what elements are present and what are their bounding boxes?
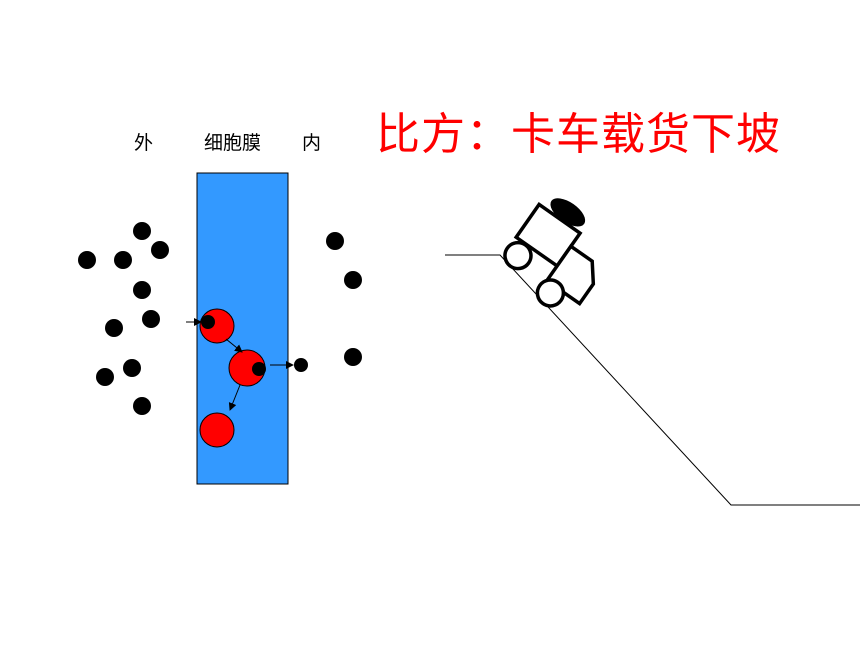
bound-molecule [252, 362, 266, 376]
bound-molecule [201, 315, 215, 329]
molecule [105, 319, 123, 337]
label-inside: 内 [302, 132, 322, 154]
truck-cab [544, 243, 596, 307]
label-membrane: 细胞膜 [204, 132, 262, 154]
truck-icon [503, 198, 596, 308]
truck-wheel-rear [503, 240, 533, 271]
molecule [294, 358, 308, 372]
molecule [344, 271, 362, 289]
outside-molecules [78, 222, 169, 415]
truck-cargo-load [550, 198, 586, 227]
carrier-protein [199, 412, 235, 448]
molecule [151, 241, 169, 259]
inside-molecules [294, 232, 362, 372]
molecule [78, 251, 96, 269]
molecule [344, 348, 362, 366]
truck-wheel-front [535, 278, 566, 308]
molecule [133, 397, 151, 415]
molecule [142, 310, 160, 328]
slide-title: 比方：卡车载货下坡 [376, 109, 781, 160]
molecule [133, 222, 151, 240]
molecule [96, 368, 114, 386]
label-outside: 外 [134, 132, 154, 154]
transport-arrows [186, 318, 294, 411]
carrier-proteins [199, 308, 266, 448]
molecule [133, 281, 151, 299]
slope-line [445, 254, 860, 506]
molecule [326, 232, 344, 250]
arrow-carrier-release [228, 384, 241, 411]
molecule [123, 359, 141, 377]
molecule [114, 251, 132, 269]
arrow-carrier-down [225, 338, 243, 353]
